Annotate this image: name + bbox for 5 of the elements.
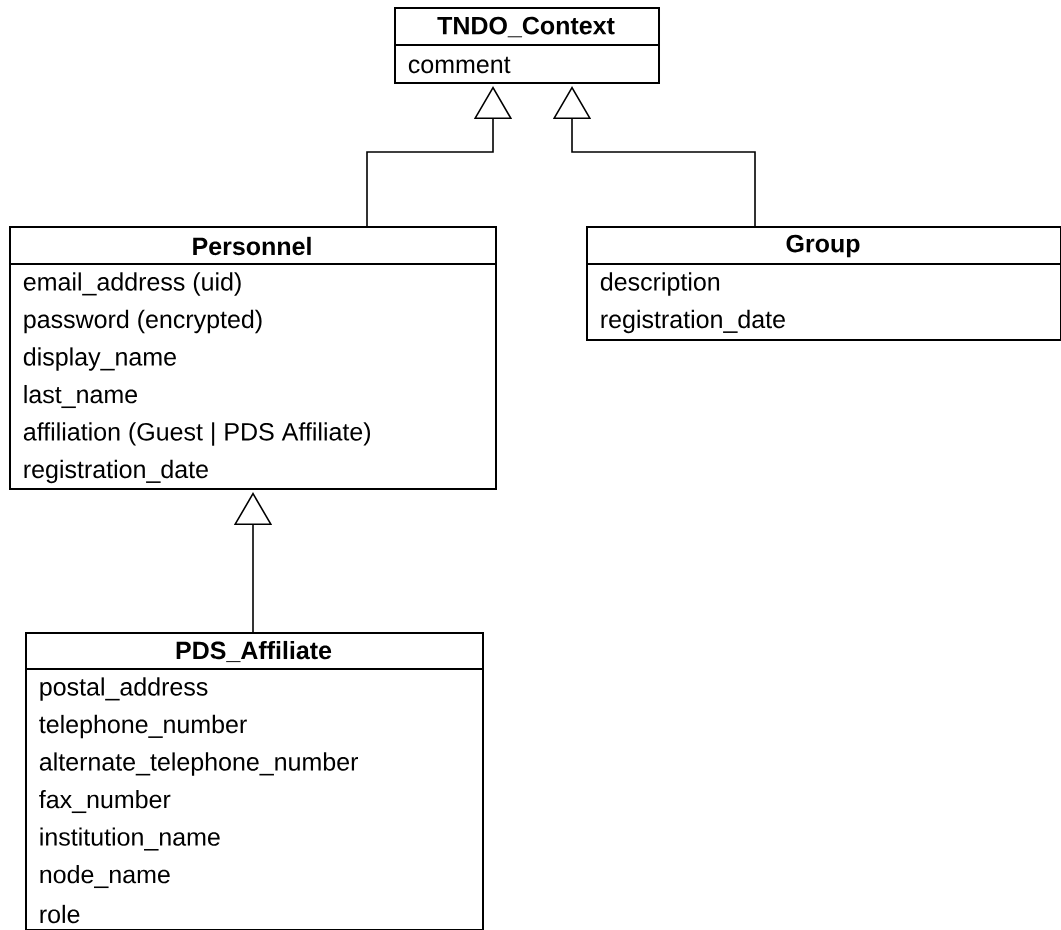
generalization-arrow <box>552 86 756 227</box>
class-box: PDS_Affiliate postal_address telephone_number alternate_telephone_number fax_number institution_name node_name role <box>24 632 484 930</box>
class-box: Group description registration_date <box>585 226 1061 341</box>
class-box: TNDO_Context comment <box>393 7 660 84</box>
class-box: Personnel email_address (uid) password (encrypted) display_name last_name affiliation (Guest | PDS Affiliate) registration_date <box>8 226 497 490</box>
